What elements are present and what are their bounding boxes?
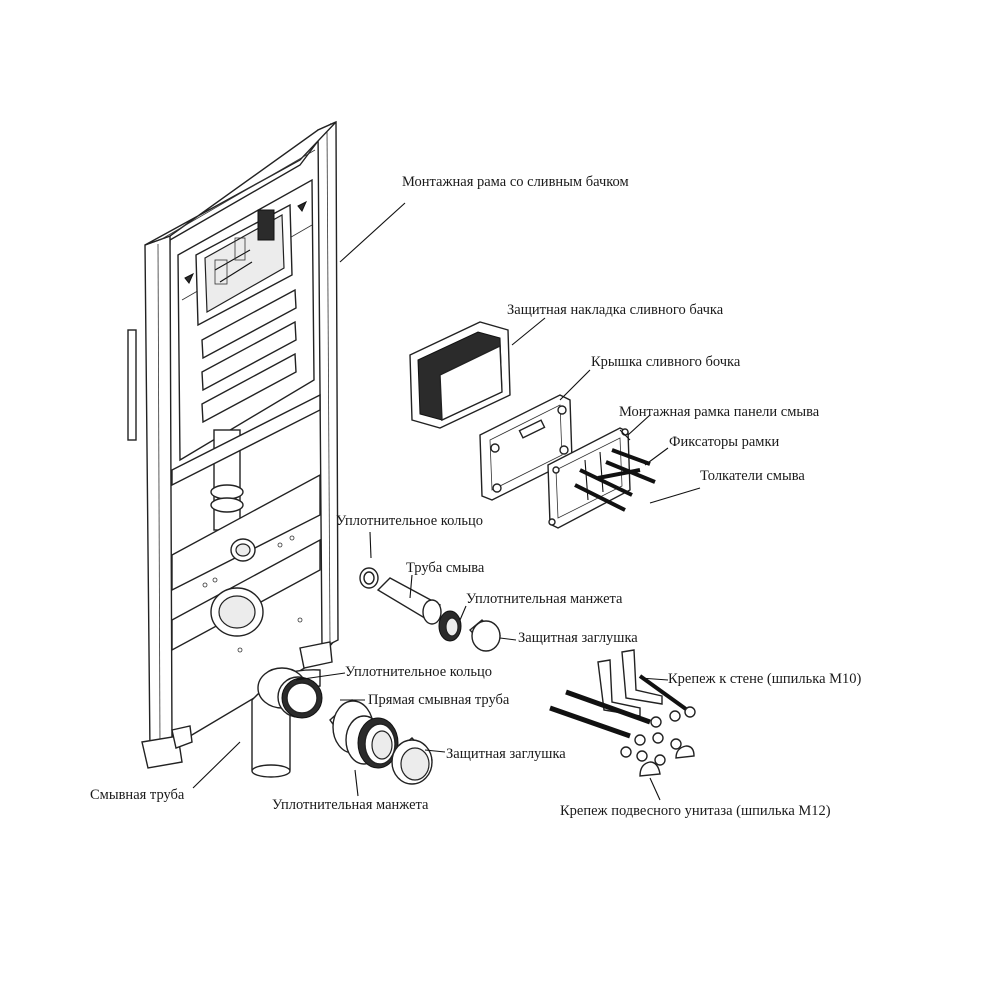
flush-panel-frame (547, 427, 656, 529)
label-toilet-fixing: Крепеж подвесного унитаза (шпилька М12) (560, 803, 831, 819)
label-sealing-ring-top: Уплотнительное кольцо (336, 513, 483, 529)
label-sealing-cuff-top: Уплотнительная манжета (466, 591, 623, 607)
label-flush-pipe: Смывная труба (90, 787, 185, 803)
cistern-lid (479, 394, 573, 501)
label-flush-panel-frame: Монтажная рамка панели смыва (619, 404, 820, 420)
leader-lines (192, 202, 701, 801)
label-flush-pipe-small: Труба смыва (406, 560, 485, 576)
wall-fixing-kit (549, 649, 696, 777)
label-frame-with-cistern: Монтажная рама со сливным бачком (402, 174, 629, 190)
label-protective-cap-bottom: Защитная заглушка (446, 746, 566, 762)
label-sealing-cuff-bottom: Уплотнительная манжета (272, 797, 429, 813)
label-wall-fixing: Крепеж к стене (шпилька М10) (668, 671, 862, 687)
label-sealing-ring-bottom: Уплотнительное кольцо (345, 664, 492, 680)
flush-pipe-assembly (251, 667, 433, 785)
mounting-frame (127, 120, 339, 769)
cistern-cover-plate (409, 321, 511, 429)
label-cistern-lid: Крышка сливного бочка (591, 354, 741, 370)
label-flush-pushers: Толкатели смыва (700, 468, 805, 484)
label-frame-clips: Фиксаторы рамки (669, 434, 780, 450)
label-straight-flush-pipe: Прямая смывная труба (368, 692, 510, 708)
small-flush-parts (359, 567, 501, 652)
label-protective-cap-top: Защитная заглушка (518, 630, 638, 646)
label-cistern-cover-plate: Защитная накладка сливного бачка (507, 302, 724, 318)
